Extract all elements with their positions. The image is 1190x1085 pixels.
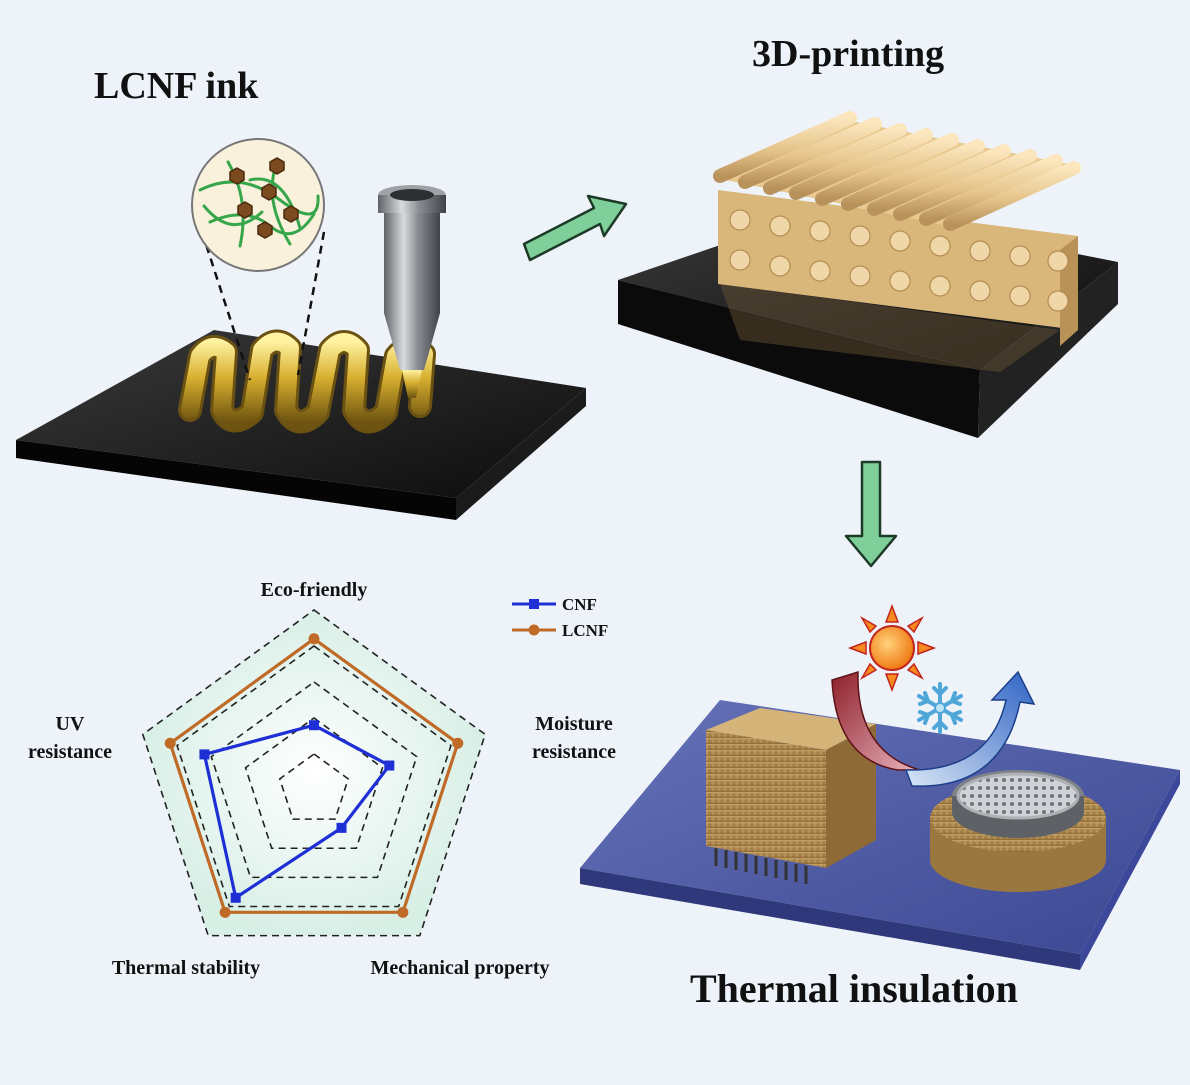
ink-label: LCNF ink: [94, 65, 259, 107]
legend-label-cnf: CNF: [562, 595, 597, 614]
radar-grid-ring-3: [210, 681, 418, 879]
series-point-lcnf-1: [452, 737, 464, 749]
series-point-cnf-4: [199, 749, 210, 760]
axis-label-eco-friendly: Eco-friendly: [261, 579, 368, 601]
insulation-label: Thermal insulation: [690, 966, 1018, 1011]
printed-scaffold: [713, 111, 1081, 372]
axis-label-moisture-line1: Moisture: [535, 713, 613, 735]
series-point-lcnf-2: [397, 906, 409, 918]
ink-printing-panel: LCNF ink: [16, 65, 586, 520]
ink-zoom-inset: [191, 138, 326, 381]
nozzle-icon: [378, 185, 446, 398]
series-line-cnf: [202, 723, 391, 900]
printed-ink-filament: [178, 329, 436, 434]
radar-grid-ring-2: [244, 717, 384, 850]
legend-marker-cnf: [529, 599, 539, 609]
radar-background: [142, 610, 486, 936]
axis-label-uv-line1: UV: [56, 713, 85, 735]
cold-arrow-icon: [904, 670, 1036, 787]
series-point-lcnf-0: [308, 633, 320, 645]
series-point-lcnf-3: [219, 906, 231, 918]
heat-sink-pins: [714, 848, 808, 884]
foam-block: [706, 708, 876, 868]
legend-label-lcnf: LCNF: [562, 621, 608, 640]
foam-disc-battery: [930, 770, 1106, 892]
series-line-lcnf: [168, 637, 460, 914]
legend-marker-lcnf: [528, 624, 540, 636]
axis-label-moisture-line2: resistance: [532, 741, 616, 763]
series-point-cnf-1: [384, 760, 395, 771]
axis-label-uv-line2: resistance: [28, 741, 112, 763]
printing-panel: 3D-printing: [618, 33, 1118, 438]
series-point-cnf-3: [230, 892, 241, 903]
diagonal-process-arrow-icon: [522, 194, 628, 262]
sun-icon: [847, 603, 937, 693]
axis-label-mechanical-property: Mechanical property: [370, 957, 549, 979]
series-point-lcnf-4: [164, 737, 176, 749]
series-point-cnf-0: [309, 720, 319, 731]
radar-grid-ring-5: [141, 609, 487, 937]
axis-label-thermal-stability: Thermal stability: [112, 957, 260, 979]
snowflake-icon: [917, 682, 963, 734]
radar-grid-ring-4: [176, 645, 452, 908]
insulation-panel: Thermal insulation: [580, 603, 1180, 1011]
series-point-cnf-2: [336, 822, 347, 833]
printing-label: 3D-printing: [752, 33, 944, 75]
down-process-arrow-icon: [844, 460, 898, 568]
